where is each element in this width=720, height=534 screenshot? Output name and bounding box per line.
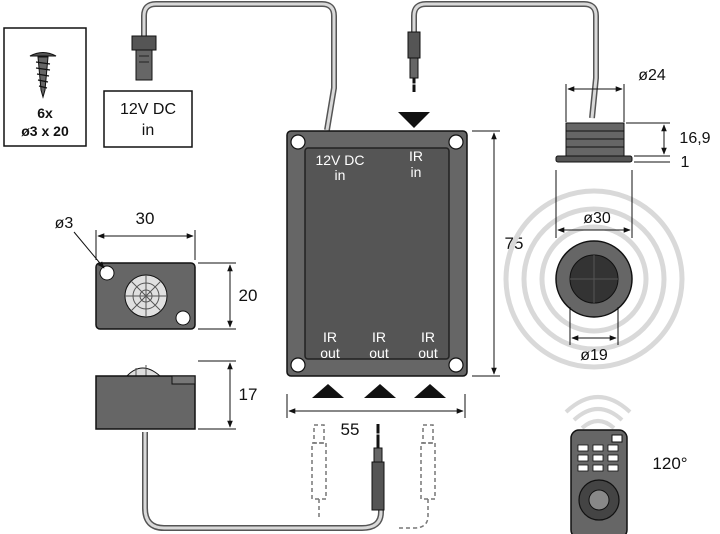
ir-in-label-line2: in [411,164,422,180]
ir-sensor-side [555,122,633,163]
power-in-label-line1: 12V DC [315,152,364,168]
sensor-top-dia-label: ø24 [638,67,666,84]
power-label-box: 12V DC in [103,90,193,148]
ir-in-jack-icon [407,31,421,92]
ir-out-jack-dashed-icon [311,424,327,520]
sensor-height-label: 16,9 [679,130,710,147]
box-width-label: 55 [341,420,360,439]
power-cable [141,1,337,131]
sensor-inner-dia-label: ø19 [580,347,608,364]
module-height-dimension: 20 [198,262,258,330]
screw-size: ø3 x 20 [21,123,69,139]
ir-out-jack-dashed-icon [398,424,436,529]
ir-out-arrow-icon [364,384,396,398]
sensor-flange-label: 1 [681,154,690,171]
ir-in-label-line1: IR [409,148,423,164]
ir-out-3-label-line2: out [418,345,438,361]
ir-out-arrow-icon [414,384,446,398]
ir-out-arrow-icon [312,384,344,398]
remote-control-icon [570,429,628,534]
sensor-inner-dia-dimension: ø19 [569,307,619,364]
sensor-face-dia-label: ø30 [583,210,611,227]
screw-box: 6x ø3 x 20 [3,27,87,147]
power-label-line2: in [142,122,154,139]
ir-in-cable [411,1,599,119]
sensor-top-dia-dimension: ø24 [565,67,666,122]
eye-height-dimension: 17 [198,360,258,430]
module-hole-label: ø3 [55,215,74,232]
ir-out-arrows [312,384,446,398]
sensor-height-dimension: 16,9 1 [626,122,711,171]
power-in-label-line2: in [335,167,346,183]
ir-signal-waves-icon [564,395,632,430]
ir-out-1-label-line2: out [320,345,340,361]
eye-height-label: 17 [239,385,258,404]
sensor-coverage-rings [503,188,685,370]
eye-lens-icon [124,274,168,318]
ir-sensor-front [555,240,633,318]
ir-eye-cable [142,432,384,531]
remote-angle-label: 120° [652,454,687,473]
module-width-label: 30 [136,209,155,228]
ir-eye-module-side [95,365,196,430]
corner-hole-icon [290,134,464,373]
dc-plug-icon [131,35,157,81]
ir-out-2-label-line1: IR [372,329,386,345]
box-height-dimension: 75 [472,130,523,377]
power-label-line1: 12V DC [120,101,176,118]
ir-eye-module-top [95,262,196,330]
sensor-face-dia-dimension: ø30 [555,170,633,238]
ir-out-jack-icon [371,424,385,511]
box-width-dimension: 55 [286,394,466,439]
screw-count: 6x [37,105,53,121]
ir-out-1-label-line1: IR [323,329,337,345]
main-box: 12V DC in IR in IR out IR out IR out [286,130,468,377]
screw-icon [29,52,57,99]
ir-out-2-label-line2: out [369,345,389,361]
module-width-dimension: 30 [95,209,196,260]
module-hole-dimension: ø3 [55,215,105,269]
ir-in-arrow-icon [398,112,430,128]
ir-out-3-label-line1: IR [421,329,435,345]
module-height-label: 20 [239,286,258,305]
